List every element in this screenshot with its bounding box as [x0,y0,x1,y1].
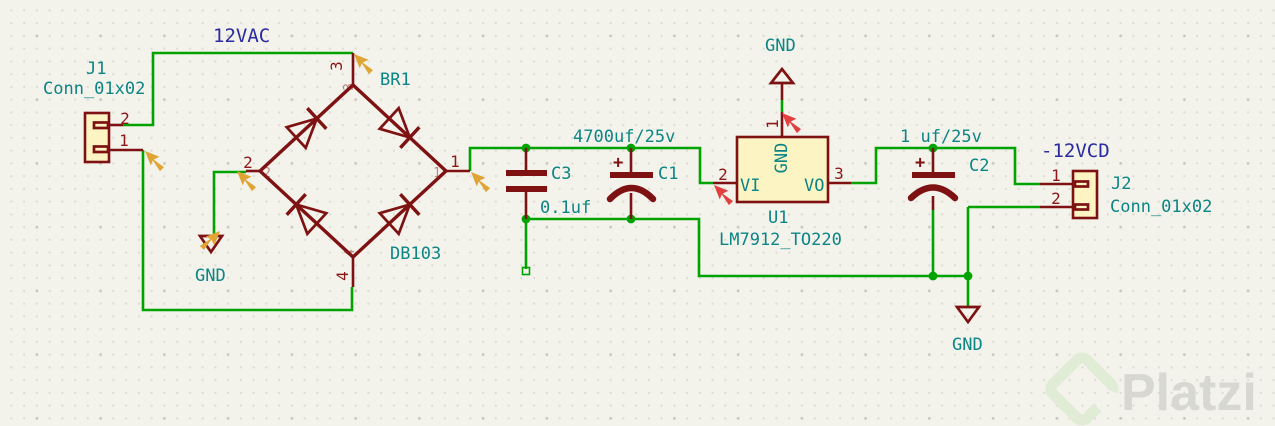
br1-reference[interactable]: BR1 [380,70,411,90]
watermark-text: Platzi [1121,364,1257,422]
wire-net-gnd-left[interactable] [212,170,246,236]
net-label-minus12vcd[interactable]: -12VCD [1041,140,1110,162]
c3-plate-top [506,170,547,176]
gnd-symbol-regulator[interactable]: GND [765,36,796,85]
j1-pin1-number: 1 [119,131,129,150]
c1-value[interactable]: 4700uf/25v [573,127,675,147]
watermark: Platzi [1045,352,1257,426]
br1-pin1-number: 1 [450,152,460,171]
wire-net-regulated-output[interactable] [851,146,1040,186]
c2-polarity-mark: + [915,153,925,173]
wire-net-ac-return[interactable] [141,150,354,312]
gnd-symbol-right[interactable]: GND [952,305,983,355]
j1-value[interactable]: Conn_01x02 [43,79,145,99]
u1-pin-name-vi: VI [740,176,760,196]
wire-net-common-ground[interactable] [524,205,1040,307]
j2-pin1-stub [1073,180,1090,188]
j2-pin1-number: 1 [1051,166,1061,185]
capacitor-c2[interactable]: + C2 1 uf/25v [900,127,989,210]
j2-pin2-stub [1073,203,1090,211]
br1-pin2-number: 2 [243,153,253,172]
j2-reference[interactable]: J2 [1111,174,1131,194]
br1-diode-top-right [377,105,421,149]
br1-pin4-number: 4 [333,271,352,281]
br1-diode-bottom-right [377,193,421,237]
j1-pin2-stub [92,121,110,130]
erc-error-arrow-u1-pin1[interactable] [782,113,801,134]
u1-pin3-number: 3 [834,164,844,183]
j2-pin2-number: 2 [1051,189,1061,208]
gnd-symbol-left[interactable]: GND [195,234,226,286]
j1-pin2-number: 2 [120,109,130,128]
c2-value[interactable]: 1 uf/25v [900,127,982,147]
c3-plate-bottom [506,186,547,192]
c2-plate-top [912,172,955,178]
capacitor-c1[interactable]: + C1 4700uf/25v [573,127,678,219]
gnd-right-label[interactable]: GND [952,335,983,355]
wire-net-rectified-input[interactable] [468,146,713,185]
u1-pin1-number: 1 [763,119,782,129]
c1-polarity-mark: + [613,153,623,173]
br1-diode-top-left [284,107,328,151]
br1-pin3-number-inner: 3 [342,83,357,91]
erc-warning-arrow-j1-pin1[interactable] [145,151,164,172]
u1-body[interactable] [735,135,830,204]
u1-pin-name-vo: VO [804,176,824,196]
c3-reference[interactable]: C3 [551,164,571,184]
u1-pin2-number: 2 [718,165,728,184]
j1-body[interactable] [83,111,111,164]
c1-plate-curved [606,184,657,203]
erc-error-arrow-u1-pin2[interactable] [714,185,733,206]
br1-diode-bottom-left [285,193,329,237]
u1-pin-name-gnd: GND [772,143,792,174]
u1-value[interactable]: LM7912_TO220 [719,230,842,250]
gnd-right-triangle [954,305,982,325]
j2-body[interactable] [1071,169,1099,220]
connector-j2[interactable]: 1 2 J2 Conn_01x02 [1040,166,1212,220]
net-label-12vac[interactable]: 12VAC [213,25,270,47]
erc-markers[interactable] [145,54,801,250]
j1-reference[interactable]: J1 [86,59,106,79]
c2-plate-curved [907,184,959,202]
j2-value[interactable]: Conn_01x02 [1110,197,1212,217]
erc-warning-arrow-br1-pin3[interactable] [354,54,373,75]
br1-pin4-number-inner: 4 [343,249,358,257]
br1-diamond[interactable] [257,82,449,260]
c1-plate-top [610,172,653,178]
gnd-regulator-triangle [768,66,796,85]
gnd-regulator-label[interactable]: GND [765,36,796,56]
unconnected-end-marker [521,266,531,276]
erc-warning-arrow-br1-pin2[interactable] [237,171,256,192]
connector-j1[interactable]: 2 1 J1 Conn_01x02 [43,59,145,164]
c2-reference[interactable]: C2 [969,156,989,176]
regulator-u1[interactable]: VI VO GND 1 2 3 U1 LM7912_TO220 [713,83,851,250]
br1-pin2-number-inner: 2 [263,166,271,181]
wire-net-12vac[interactable] [123,51,353,127]
c3-value[interactable]: 0.1uf [540,198,591,218]
j1-pin1-stub [92,145,110,154]
c1-reference[interactable]: C1 [658,164,678,184]
br1-pin3-number: 3 [327,61,346,71]
platzi-logo-icon [1045,352,1119,426]
bridge-rectifier-br1[interactable]: 3 2 1 4 3 2 1 4 BR1 DB103 [243,53,470,287]
erc-warning-arrow-br1-pin1[interactable] [471,172,490,193]
u1-reference[interactable]: U1 [768,208,788,228]
capacitor-c3[interactable]: C3 0.1uf [506,148,591,219]
gnd-left-label[interactable]: GND [195,266,226,286]
br1-value[interactable]: DB103 [390,244,441,264]
br1-pin1-number-inner: 1 [433,166,441,181]
